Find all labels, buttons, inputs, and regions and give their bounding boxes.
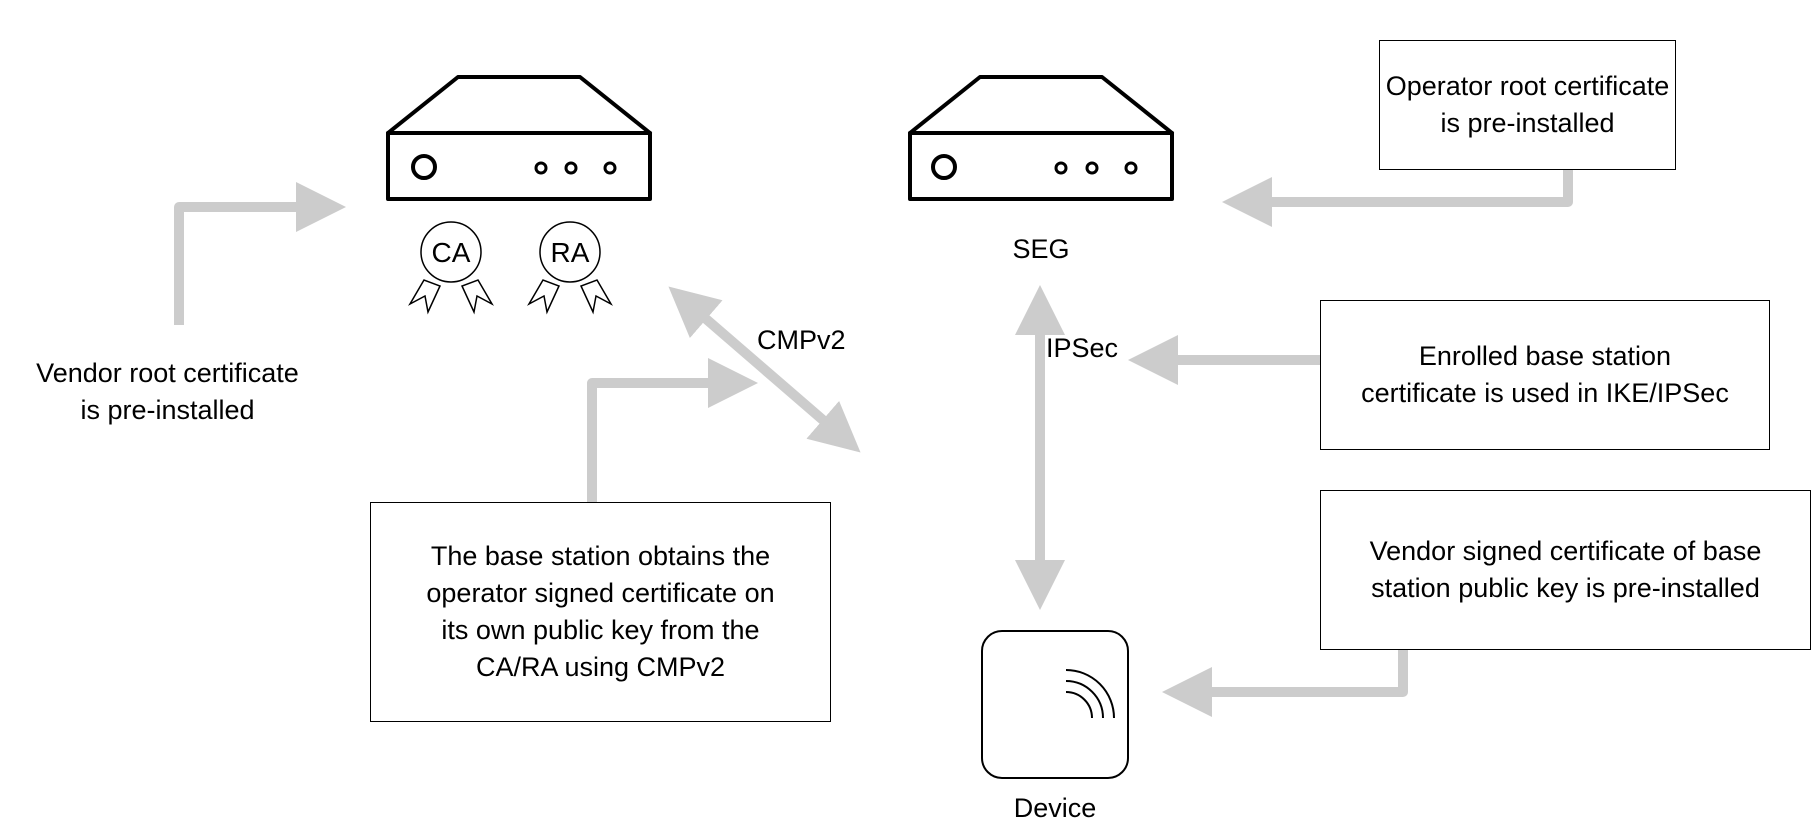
vendor-root-note: Vendor root certificate is pre-installed — [36, 358, 299, 425]
device-icon — [981, 630, 1129, 779]
operator-root-arrow — [1222, 170, 1573, 227]
device-label: Device — [1013, 793, 1097, 823]
vendor-signed-certificate-note: Vendor signed certificate of base statio… — [1320, 490, 1811, 650]
cmpv2-arrow — [668, 286, 861, 453]
vendor-root-arrow — [174, 182, 346, 325]
vendor-signed-arrow — [1162, 650, 1408, 717]
obtains-arrow — [587, 358, 758, 502]
seg-server-icon — [908, 75, 1174, 201]
seg-label: SEG — [1012, 234, 1070, 264]
ra-badge-icon — [527, 221, 613, 315]
ca-ra-server-icon — [386, 75, 652, 201]
operator-root-note: Operator root certificate is pre-install… — [1379, 40, 1676, 170]
ca-label: CA — [431, 237, 471, 268]
cmpv2-label: CMPv2 — [757, 325, 846, 355]
ca-badge-icon — [408, 221, 494, 315]
ra-label: RA — [550, 237, 590, 268]
cmpv2-enrollment-note: The base station obtains the operator si… — [370, 502, 831, 722]
enrolled-certificate-note: Enrolled base station certificate is use… — [1320, 300, 1770, 450]
ipsec-label: IPSec — [1046, 333, 1119, 363]
